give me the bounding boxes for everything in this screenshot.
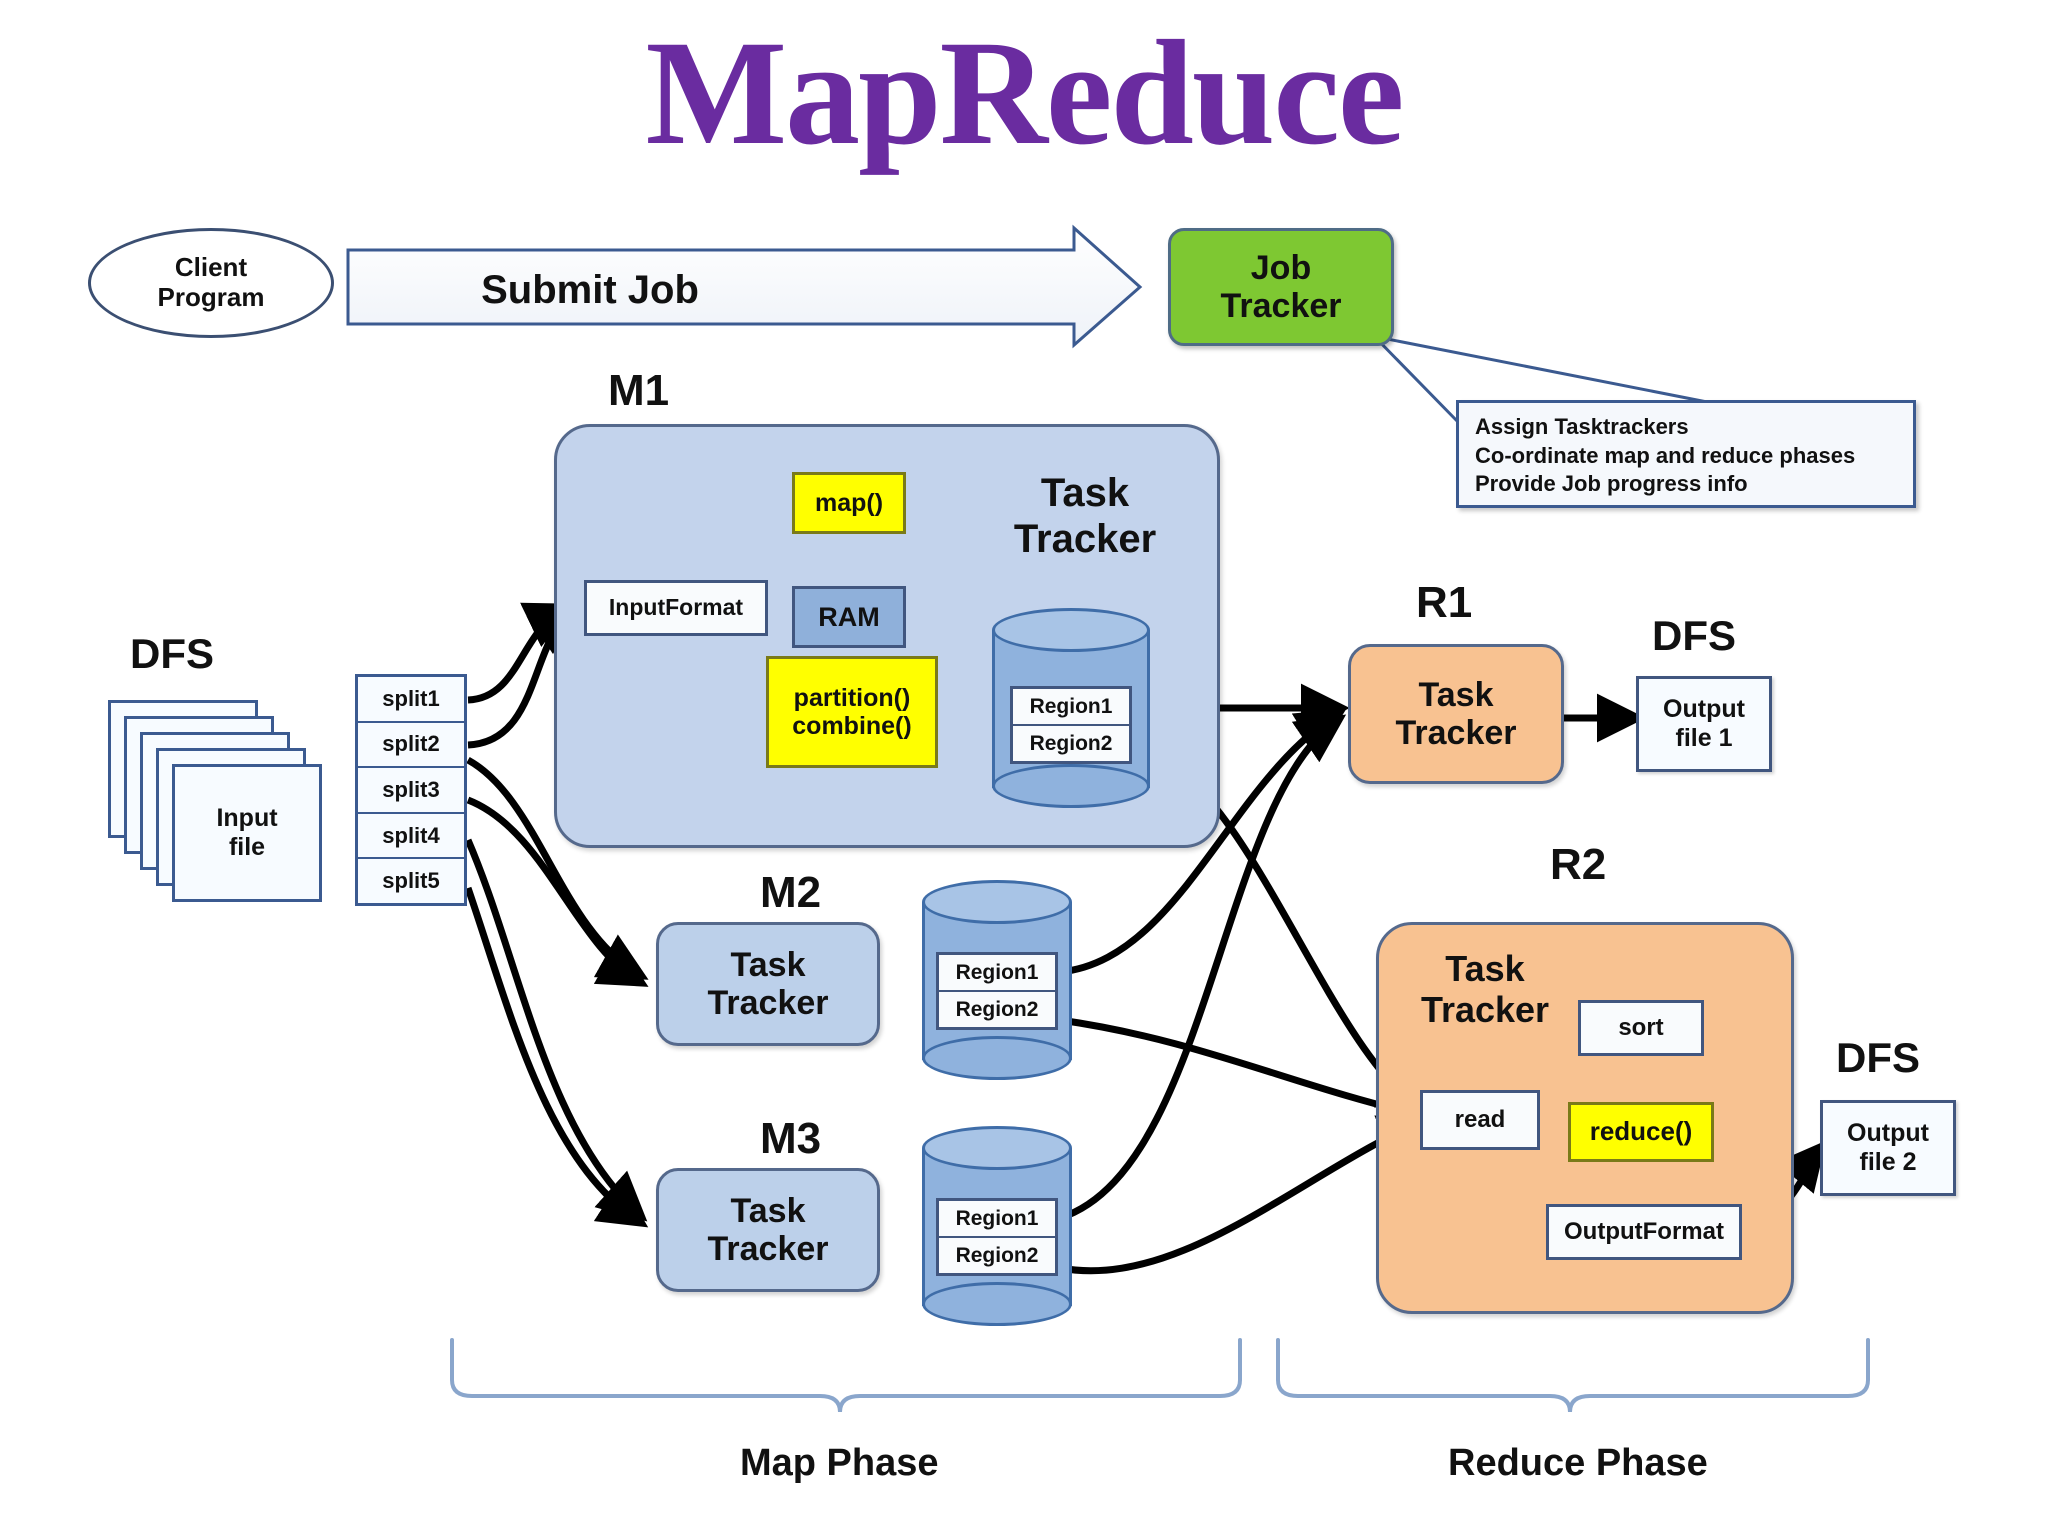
m1-cylinder-top: [992, 608, 1150, 652]
m1-region-1: Region1: [1013, 689, 1129, 726]
output-file-1-line1: Output: [1663, 694, 1745, 723]
m3-cylinder-top: [922, 1126, 1072, 1170]
map-phase-label: Map Phase: [740, 1442, 939, 1484]
job-tracker-note-line2: Co-ordinate map and reduce phases: [1475, 442, 1856, 468]
job-tracker-note-line3: Provide Job progress info: [1475, 471, 1748, 497]
reduce-phase-label: Reduce Phase: [1448, 1442, 1708, 1484]
job-tracker-note-box: Assign Tasktrackers Co-ordinate map and …: [1456, 400, 1916, 508]
split-item-5: split5: [382, 868, 440, 894]
mapper-task-tracker-m2: Task Tracker: [656, 922, 880, 1046]
m1-title-line1: Task: [1040, 471, 1130, 515]
split-item-4: split4: [358, 814, 464, 860]
r2-sort-box: sort: [1578, 1000, 1704, 1056]
m1-cylinder-bottom: [992, 764, 1150, 808]
split-item-3: split3: [358, 768, 464, 814]
m1-combine-label: combine(): [792, 712, 912, 740]
r1-title-line1: Task: [1418, 675, 1494, 714]
output-file-2-box: Output file 2: [1820, 1100, 1956, 1196]
m3-regions: Region1 Region2: [936, 1198, 1058, 1276]
reducer-tag-r1: R1: [1416, 578, 1473, 627]
r1-title-line2: Tracker: [1395, 714, 1517, 752]
m2-regions: Region1 Region2: [936, 952, 1058, 1030]
client-program-line2: Program: [157, 282, 265, 312]
r2-output-format-box: OutputFormat: [1546, 1204, 1742, 1260]
m1-partition-combine-box: partition() combine(): [766, 656, 938, 768]
mapper-task-tracker-m3: Task Tracker: [656, 1168, 880, 1292]
mapper-tag-m2: M2: [760, 868, 822, 917]
m2-region-cylinder: Region1 Region2: [922, 880, 1072, 1080]
mapper-m1-task-tracker-title: Task Tracker: [980, 470, 1190, 562]
input-file-line1: Input: [216, 804, 278, 833]
m2-title-line1: Task: [730, 945, 806, 984]
m3-region-1: Region1: [939, 1201, 1055, 1238]
r2-read-box: read: [1420, 1090, 1540, 1150]
job-tracker-line1: Job: [1250, 248, 1312, 287]
client-program-line1: Client: [174, 252, 248, 283]
dfs-label-output1: DFS: [1652, 612, 1736, 659]
output-file-1-box: Output file 1: [1636, 676, 1772, 772]
r2-title-line1: Task: [1445, 948, 1525, 989]
input-file-line2: file: [228, 833, 266, 861]
m2-region-1: Region1: [939, 955, 1055, 992]
reducer-task-tracker-r1: Task Tracker: [1348, 644, 1564, 784]
dfs-label-output2: DFS: [1836, 1034, 1920, 1081]
m2-cylinder-bottom: [922, 1036, 1072, 1080]
m1-region-cylinder: Region1 Region2: [992, 608, 1150, 808]
m3-title-line2: Tracker: [707, 1230, 829, 1268]
reducer-r2-task-tracker-title: Task Tracker: [1392, 948, 1578, 1031]
input-file-page-1: Input file: [172, 764, 322, 902]
dfs-label-input: DFS: [130, 630, 214, 677]
m1-regions: Region1 Region2: [1010, 686, 1132, 764]
m1-input-format-box: InputFormat: [584, 580, 768, 636]
page-title: MapReduce: [645, 10, 1405, 176]
output-file-2-line1: Output: [1847, 1118, 1929, 1147]
client-program-node: Client Program: [88, 228, 334, 338]
output-file-1-line2: file 1: [1675, 724, 1733, 752]
r2-reduce-function-box: reduce(): [1568, 1102, 1714, 1162]
m1-region-2: Region2: [1029, 731, 1113, 755]
m1-partition-label: partition(): [793, 684, 911, 712]
m2-cylinder-top: [922, 880, 1072, 924]
m3-cylinder-bottom: [922, 1282, 1072, 1326]
m3-title-line1: Task: [730, 1191, 806, 1230]
m1-ram-box: RAM: [792, 586, 906, 648]
m3-region-2: Region2: [955, 1243, 1039, 1267]
r2-title-line2: Tracker: [1420, 989, 1550, 1031]
submit-job-label: Submit Job: [481, 268, 699, 312]
mapper-tag-m1: M1: [608, 366, 670, 415]
job-tracker-node: Job Tracker: [1168, 228, 1394, 346]
output-file-2-line2: file 2: [1859, 1148, 1917, 1176]
m1-map-function-box: map(): [792, 472, 906, 534]
input-splits-list: split1 split2 split3 split4 split5: [355, 674, 467, 906]
reducer-tag-r2: R2: [1550, 840, 1607, 889]
job-tracker-note-line1: Assign Tasktrackers: [1475, 414, 1689, 439]
m2-region-2: Region2: [955, 997, 1039, 1021]
m3-region-cylinder: Region1 Region2: [922, 1126, 1072, 1326]
split-item-1: split1: [358, 677, 464, 723]
m1-title-line2: Tracker: [1013, 517, 1157, 561]
job-tracker-line2: Tracker: [1220, 287, 1342, 325]
split-item-2: split2: [358, 723, 464, 769]
mapper-tag-m3: M3: [760, 1114, 822, 1163]
m2-title-line2: Tracker: [707, 984, 829, 1022]
